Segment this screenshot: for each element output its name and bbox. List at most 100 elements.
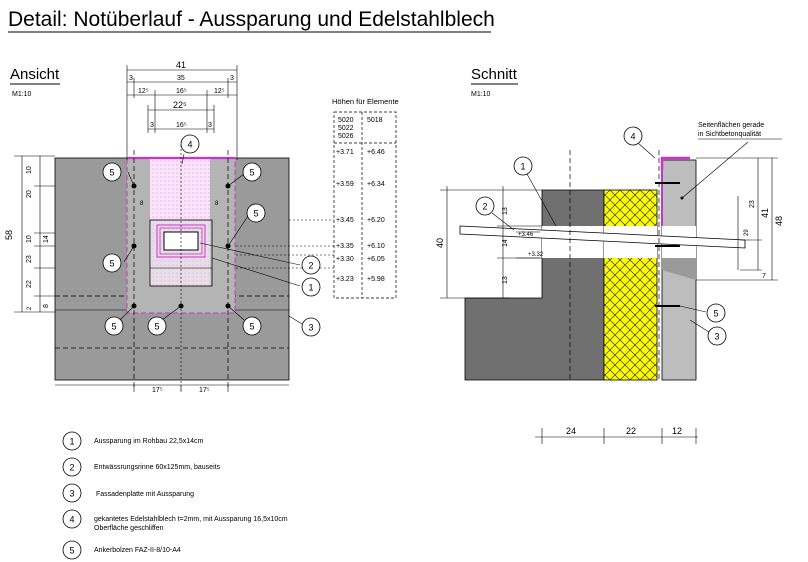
schnitt-scale: M1:10 bbox=[471, 91, 491, 98]
callout-5-a5: 5 bbox=[104, 316, 124, 336]
svg-text:4: 4 bbox=[187, 140, 192, 150]
callout-4-schnitt: 4 bbox=[623, 126, 643, 146]
ansicht-elevation bbox=[54, 145, 334, 390]
dim-top-165: 16⁵ bbox=[176, 88, 187, 95]
legend-num-3: 3 bbox=[69, 489, 74, 499]
schnitt-dim-40: 40 bbox=[435, 238, 445, 248]
heights-r5c2: +6.05 bbox=[367, 256, 385, 263]
heights-r5c1: +3.30 bbox=[336, 256, 354, 263]
dim-bottom-175b: 17⁵ bbox=[199, 387, 210, 394]
dim-top-3d: 3 bbox=[150, 122, 154, 129]
dim-inner-8b: 8 bbox=[215, 201, 219, 207]
dim-top-3a: 3 bbox=[129, 75, 133, 82]
schnitt-dim-14: 14 bbox=[502, 239, 509, 247]
callout-3-schnitt: 3 bbox=[707, 326, 727, 346]
dim-left-8: 8 bbox=[43, 304, 50, 308]
callout-1-ansicht: 1 bbox=[301, 277, 321, 297]
schnitt-dim-48: 48 bbox=[774, 216, 784, 226]
schnitt-dim-23: 23 bbox=[749, 200, 756, 208]
svg-text:5: 5 bbox=[713, 309, 718, 319]
dim-top-41: 41 bbox=[176, 60, 186, 70]
svg-text:2: 2 bbox=[482, 202, 487, 212]
heights-r6c1: +3.23 bbox=[336, 276, 354, 283]
dim-top-125a: 12⁵ bbox=[138, 88, 149, 95]
svg-text:4: 4 bbox=[630, 132, 635, 142]
heights-r4c1: +3.35 bbox=[336, 243, 354, 250]
heights-col1-5026: 5026 bbox=[338, 133, 354, 140]
schnitt-level-332: +3.32 bbox=[528, 252, 544, 258]
ansicht-scale: M1:10 bbox=[12, 91, 32, 98]
schnitt-section bbox=[459, 141, 749, 381]
legend-num-2: 2 bbox=[69, 463, 74, 473]
schnitt-dim-22: 22 bbox=[626, 426, 636, 436]
svg-text:1: 1 bbox=[520, 162, 525, 172]
svg-text:5: 5 bbox=[253, 209, 258, 219]
heights-col1-5020: 5020 bbox=[338, 117, 354, 124]
callout-5-a4: 5 bbox=[102, 253, 122, 273]
schnitt-note-line2: in Sichtbetonqualität bbox=[698, 131, 761, 138]
svg-text:1: 1 bbox=[308, 283, 313, 293]
dim-top-3c: 3 bbox=[230, 75, 234, 82]
dim-left-10a: 10 bbox=[26, 166, 33, 174]
svg-text:5: 5 bbox=[109, 259, 114, 269]
svg-text:5: 5 bbox=[249, 322, 254, 332]
heights-r1c1: +3.71 bbox=[336, 149, 354, 156]
schnitt-dim-24: 24 bbox=[566, 426, 576, 436]
ansicht-dimensions bbox=[14, 65, 289, 392]
legend-item-3: 3 Fassadenplatte mit Aussparung bbox=[62, 483, 194, 503]
dim-left-23: 23 bbox=[26, 255, 33, 263]
dim-inner-8a: 8 bbox=[140, 201, 144, 207]
dim-left-2: 2 bbox=[27, 306, 33, 310]
svg-text:5: 5 bbox=[249, 168, 254, 178]
svg-text:3: 3 bbox=[714, 332, 719, 342]
heights-col2-5018: 5018 bbox=[367, 117, 383, 124]
schnitt-dim-41: 41 bbox=[760, 208, 770, 218]
heights-table-title: Höhen für Elemente bbox=[332, 97, 399, 106]
callout-5-a3: 5 bbox=[246, 203, 266, 223]
schnitt-level-346: +3.46 bbox=[518, 232, 534, 238]
svg-text:5: 5 bbox=[154, 322, 159, 332]
legend-num-1: 1 bbox=[69, 437, 74, 447]
dim-left-10b: 10 bbox=[26, 235, 33, 243]
callout-4-ansicht: 4 bbox=[180, 134, 200, 154]
callout-5-schnitt: 5 bbox=[706, 303, 726, 323]
schnitt-dim-7: 7 bbox=[762, 273, 766, 280]
schnitt-title: Schnitt bbox=[471, 66, 518, 83]
legend-num-5: 5 bbox=[69, 546, 74, 556]
schnitt-dim-13b: 13 bbox=[502, 276, 509, 284]
heights-r4c2: +6.10 bbox=[367, 243, 385, 250]
dim-top-165b: 16⁵ bbox=[176, 122, 187, 129]
schnitt-dim-29: 29 bbox=[744, 229, 750, 236]
drawing-title: Detail: Notüberlauf - Aussparung und Ede… bbox=[8, 8, 495, 31]
heights-r2c2: +6.34 bbox=[367, 181, 385, 188]
legend-text-1: Aussparung im Rohbau 22,5x14cm bbox=[94, 438, 204, 445]
legend-text-4b: Oberfläche geschliffen bbox=[94, 525, 164, 532]
callout-3-ansicht: 3 bbox=[301, 317, 321, 337]
callout-5-a7: 5 bbox=[242, 316, 262, 336]
callout-2-ansicht: 2 bbox=[301, 255, 321, 275]
dim-left-14: 14 bbox=[43, 235, 50, 243]
heights-col1-5022: 5022 bbox=[338, 125, 354, 132]
callout-5-a1: 5 bbox=[102, 162, 122, 182]
schnitt-note-line1: Seitenflächen gerade bbox=[698, 122, 764, 129]
callout-1-schnitt: 1 bbox=[513, 156, 533, 176]
ansicht-title: Ansicht bbox=[10, 66, 60, 83]
heights-r2c1: +3.59 bbox=[336, 181, 354, 188]
dim-top-35: 35 bbox=[177, 75, 185, 82]
callout-2-schnitt: 2 bbox=[475, 196, 495, 216]
dim-bottom-175a: 17⁵ bbox=[152, 387, 163, 394]
legend-text-5: Ankerbolzen FAZ-II-8/10-A4 bbox=[94, 547, 181, 554]
legend-item-2: 2 Entwässrungsrinne 60x125mm, bauseits bbox=[62, 457, 221, 477]
legend: 1 Aussparung im Rohbau 22,5x14cm 2 Entwä… bbox=[62, 431, 288, 560]
svg-text:3: 3 bbox=[308, 323, 313, 333]
legend-text-3: Fassadenplatte mit Aussparung bbox=[96, 491, 194, 498]
dim-top-125c: 12⁵ bbox=[214, 88, 225, 95]
legend-text-2: Entwässrungsrinne 60x125mm, bauseits bbox=[94, 464, 221, 471]
dim-left-22: 22 bbox=[26, 280, 33, 288]
heights-r6c2: +5.98 bbox=[367, 276, 385, 283]
callout-bubbles: 4 5 5 5 5 5 5 5 2 1 3 1 2 4 5 3 bbox=[102, 126, 727, 346]
heights-table: Höhen für Elemente 5020 5022 5026 5018 +… bbox=[332, 97, 399, 299]
legend-item-5: 5 Ankerbolzen FAZ-II-8/10-A4 bbox=[62, 540, 181, 560]
svg-text:2: 2 bbox=[308, 261, 313, 271]
